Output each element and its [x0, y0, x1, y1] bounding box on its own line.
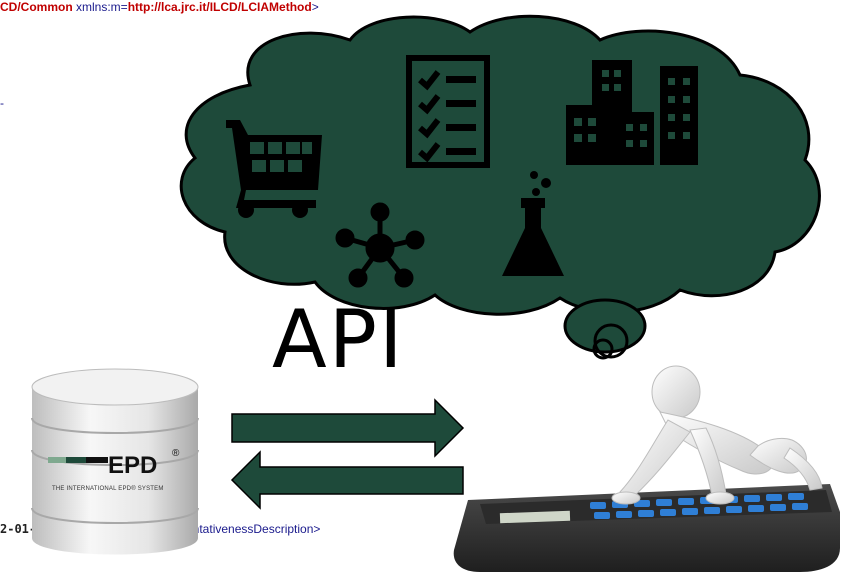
- xml-close: >: [311, 0, 319, 14]
- api-label: API: [272, 293, 405, 386]
- arrow-right: [231, 398, 465, 458]
- xml-tag-fragment: entativenessDescription>: [186, 522, 321, 536]
- calculator: [453, 484, 840, 572]
- thought-bubble-small: [592, 323, 629, 360]
- epd-trademark: ®: [172, 448, 180, 459]
- xml-date-fragment: 2-01-: [0, 522, 37, 536]
- person-figure: [611, 365, 823, 505]
- xml-fragment: -: [0, 96, 4, 110]
- database-cylinder: [31, 368, 199, 555]
- buildings-icon: [566, 60, 698, 165]
- epd-logo-text: EPD: [108, 452, 158, 479]
- network-hub-icon: [335, 202, 425, 288]
- checklist-icon: [406, 55, 490, 168]
- xml-attr: xmlns:m=: [72, 0, 128, 14]
- flask-icon: [502, 171, 564, 276]
- xml-namespace-line: CD/Common xmlns:m=http://lca.jrc.it/ILCD…: [0, 0, 319, 14]
- shopping-cart-icon: [226, 120, 322, 218]
- xml-ns-common: CD/Common: [0, 0, 73, 14]
- epd-subtitle: THE INTERNATIONAL EPD® SYSTEM: [52, 486, 164, 492]
- xml-ns-lciamethod: http://lca.jrc.it/ILCD/LCIAMethod: [127, 0, 312, 14]
- arrow-left: [230, 450, 464, 510]
